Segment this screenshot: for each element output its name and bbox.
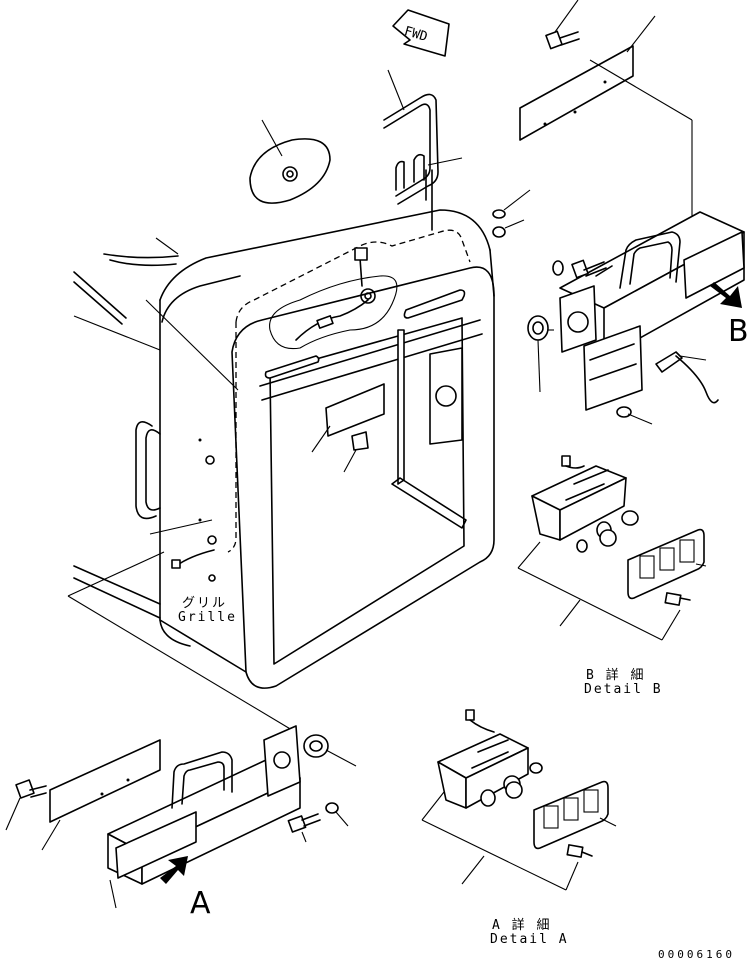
tube-assembly-a [107,725,301,909]
grille-label-jp: グリル [182,596,228,611]
lower-bolt [5,779,47,831]
view-a-label: A [190,886,211,921]
connector-b [616,351,719,425]
detail-b-label-en: Detail B [584,682,663,697]
nuts [492,189,531,238]
lamp-housing-a [437,709,529,809]
upper-cover-plate [519,15,656,141]
side-holes [171,438,217,582]
fwd-arrow [392,9,450,57]
grommet-a [303,734,357,767]
lens-a [533,780,609,858]
lamp-housing-b [531,455,627,541]
side-handle [135,421,161,520]
lens-b [627,528,705,606]
detail-a-label-en: Detail A [490,932,569,947]
grille-label-en: Grille [178,610,237,625]
bolts-a [287,802,349,843]
detail-b-leaders [517,541,707,641]
view-b-label: B [728,314,749,349]
lower-cover-plate [41,739,161,851]
oval-cover [249,119,331,204]
bulbs-b [576,510,639,553]
inner-right-panel [391,329,467,529]
bolts-b [552,259,613,279]
detail-a-label-jp: A 詳 細 [492,918,552,933]
detail-b-label-jp: B 詳 細 [586,668,646,683]
harness-cutaway [269,247,398,350]
tube-assembly-b [544,211,745,411]
grommet-b [527,315,549,393]
drawing-number: 00006160 [658,948,735,961]
inner-small-plate [311,383,385,473]
grille-slots [264,289,466,379]
rear-body-lines [67,237,293,731]
pipe-handle [383,69,439,205]
upper-bolt [545,0,580,50]
u-bolts [395,153,463,231]
bulbs-a [480,762,543,807]
detail-a-leaders [421,791,617,891]
